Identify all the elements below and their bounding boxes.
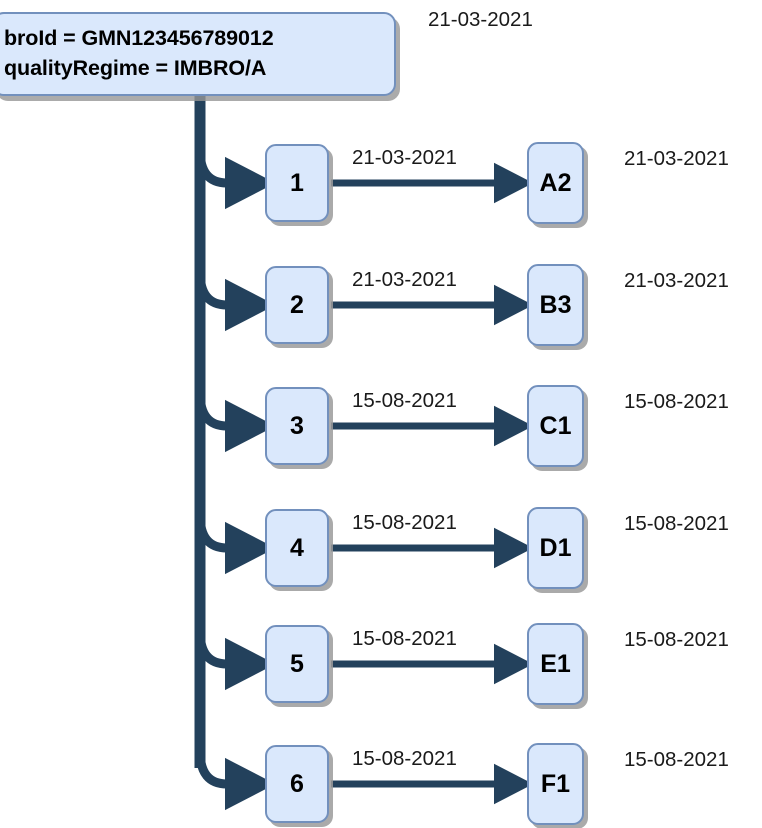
branch-arrow-row-2 xyxy=(195,271,276,332)
document-node-label: D1 xyxy=(539,533,572,562)
document-node-b3[interactable]: B3 xyxy=(527,264,584,346)
document-date-row-6: 15-08-2021 xyxy=(624,748,729,771)
document-node-e1[interactable]: E1 xyxy=(527,623,584,705)
root-node-gmn[interactable]: broId = GMN123456789012 qualityRegime = … xyxy=(0,12,396,96)
branch-arrow-row-5 xyxy=(195,630,276,691)
document-date-row-5: 15-08-2021 xyxy=(624,628,729,651)
branch-arrow-row-6 xyxy=(195,750,276,811)
edge-date-row-4: 15-08-2021 xyxy=(352,511,457,534)
branch-arrow-row-4 xyxy=(195,514,276,575)
branch-arrow-row-3 xyxy=(195,392,276,453)
edge-date-row-2: 21-03-2021 xyxy=(352,268,457,291)
revision-node-label: 6 xyxy=(290,769,304,798)
document-node-f1[interactable]: F1 xyxy=(527,743,584,825)
revision-node-2[interactable]: 2 xyxy=(265,266,329,344)
edge-date-row-5: 15-08-2021 xyxy=(352,627,457,650)
document-date-row-1: 21-03-2021 xyxy=(624,147,729,170)
header-date-label: 21-03-2021 xyxy=(428,8,533,31)
revision-node-6[interactable]: 6 xyxy=(265,745,329,823)
document-date-row-3: 15-08-2021 xyxy=(624,390,729,413)
document-node-label: F1 xyxy=(540,769,571,798)
revision-node-1[interactable]: 1 xyxy=(265,144,329,222)
revision-node-label: 3 xyxy=(290,411,304,440)
revision-node-3[interactable]: 3 xyxy=(265,387,329,465)
revision-node-5[interactable]: 5 xyxy=(265,625,329,703)
revision-node-label: 2 xyxy=(290,290,304,319)
document-date-row-4: 15-08-2021 xyxy=(624,512,729,535)
root-broid-line: broId = GMN123456789012 xyxy=(4,26,274,50)
edge-date-row-3: 15-08-2021 xyxy=(352,389,457,412)
revision-node-label: 5 xyxy=(290,649,304,678)
edge-date-row-1: 21-03-2021 xyxy=(352,146,457,169)
document-node-label: A2 xyxy=(539,168,572,197)
revision-node-label: 1 xyxy=(290,168,304,197)
edge-date-row-6: 15-08-2021 xyxy=(352,747,457,770)
document-date-row-2: 21-03-2021 xyxy=(624,269,729,292)
document-node-a2[interactable]: A2 xyxy=(527,142,584,224)
document-node-c1[interactable]: C1 xyxy=(527,385,584,467)
document-node-d1[interactable]: D1 xyxy=(527,507,584,589)
document-node-label: E1 xyxy=(540,649,571,678)
document-node-label: C1 xyxy=(539,411,572,440)
revision-node-label: 4 xyxy=(290,533,304,562)
root-qualityregime-line: qualityRegime = IMBRO/A xyxy=(4,56,267,80)
document-node-label: B3 xyxy=(539,290,572,319)
revision-node-4[interactable]: 4 xyxy=(265,509,329,587)
branch-arrow-row-1 xyxy=(195,149,276,210)
